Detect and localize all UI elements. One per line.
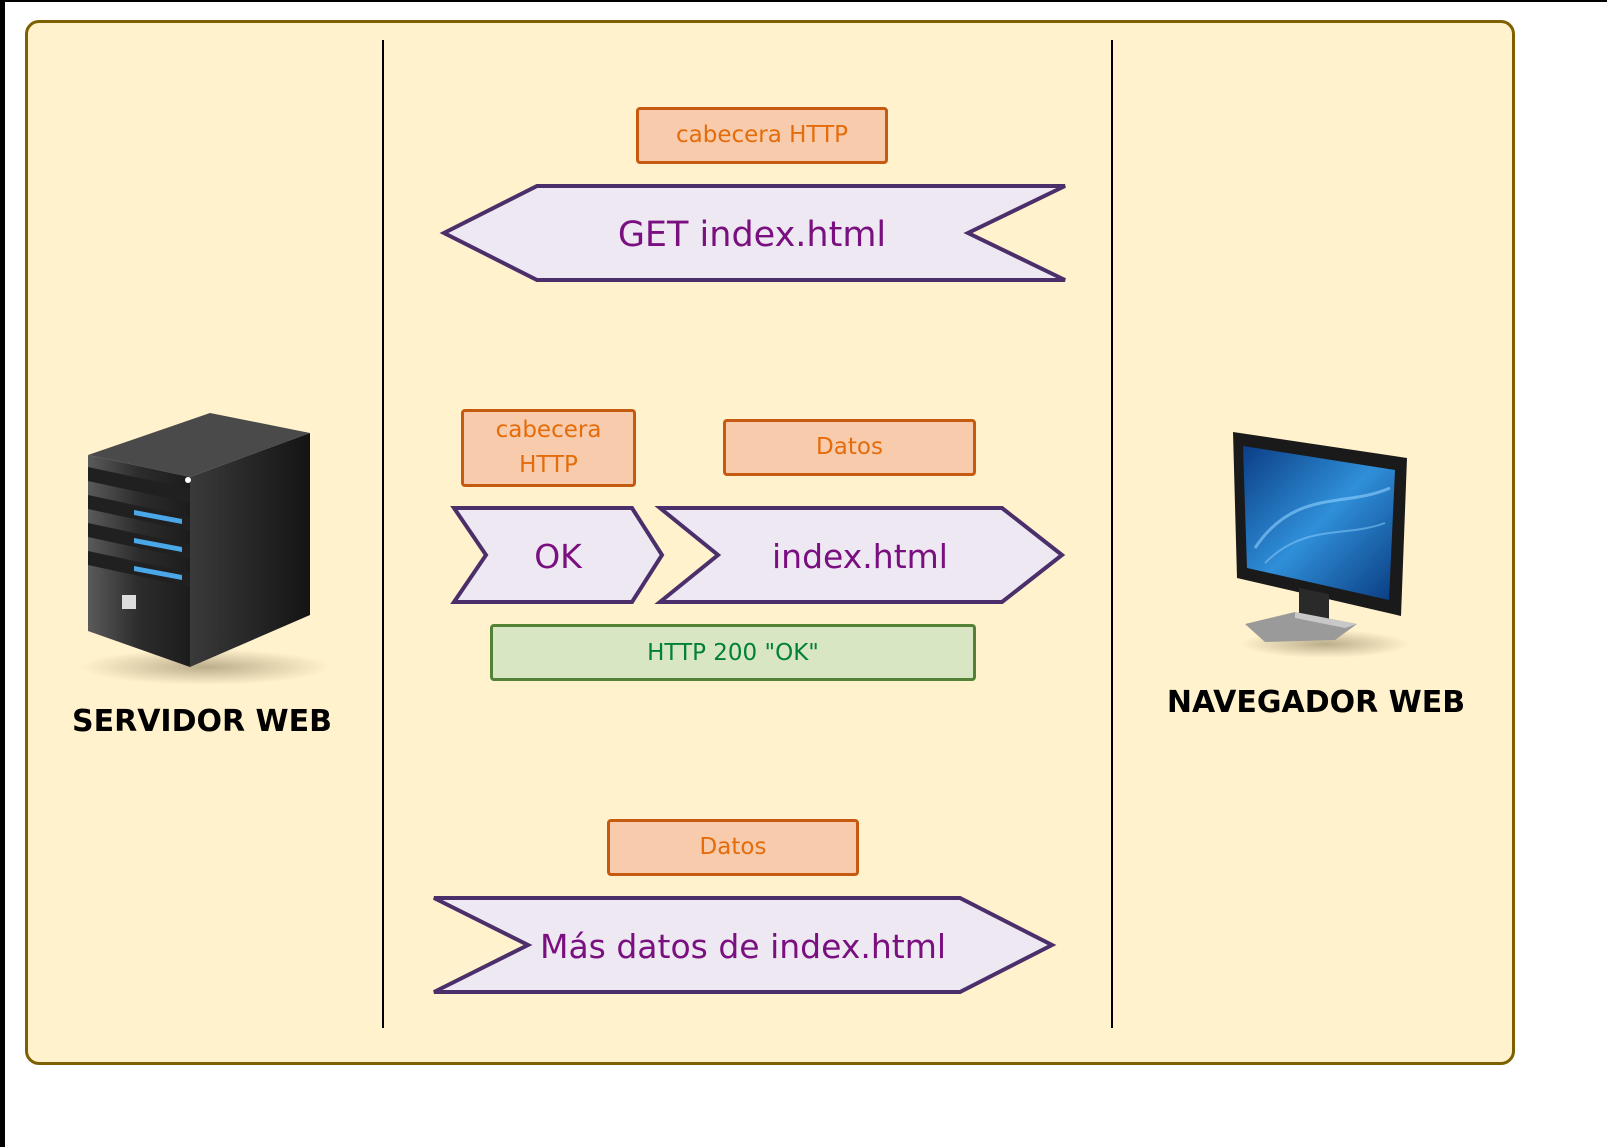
server-lifeline bbox=[382, 40, 384, 1028]
server-label: SERVIDOR WEB bbox=[72, 704, 332, 739]
monitor-icon bbox=[1233, 432, 1410, 658]
more-data-tag: Datos bbox=[607, 819, 859, 876]
server-tower-icon bbox=[80, 413, 330, 685]
frame-left-edge bbox=[0, 0, 5, 1147]
request-message: GET index.html bbox=[618, 215, 886, 255]
more-data-message: Más datos de index.html bbox=[540, 927, 946, 966]
status-message: OK bbox=[534, 537, 583, 576]
request-arrow bbox=[439, 184, 1066, 282]
more-data-arrow bbox=[433, 896, 1057, 994]
status-note: HTTP 200 "OK" bbox=[490, 624, 976, 681]
frame-top-edge bbox=[0, 0, 1607, 2]
response-header-tag: cabecera HTTP bbox=[461, 409, 636, 487]
request-header-tag: cabecera HTTP bbox=[636, 107, 888, 164]
browser-label: NAVEGADOR WEB bbox=[1166, 685, 1466, 720]
status-arrow bbox=[450, 506, 665, 604]
body-arrow bbox=[654, 506, 1066, 604]
browser-lifeline bbox=[1111, 40, 1113, 1028]
response-data-tag: Datos bbox=[723, 419, 976, 476]
body-message: index.html bbox=[772, 537, 948, 576]
